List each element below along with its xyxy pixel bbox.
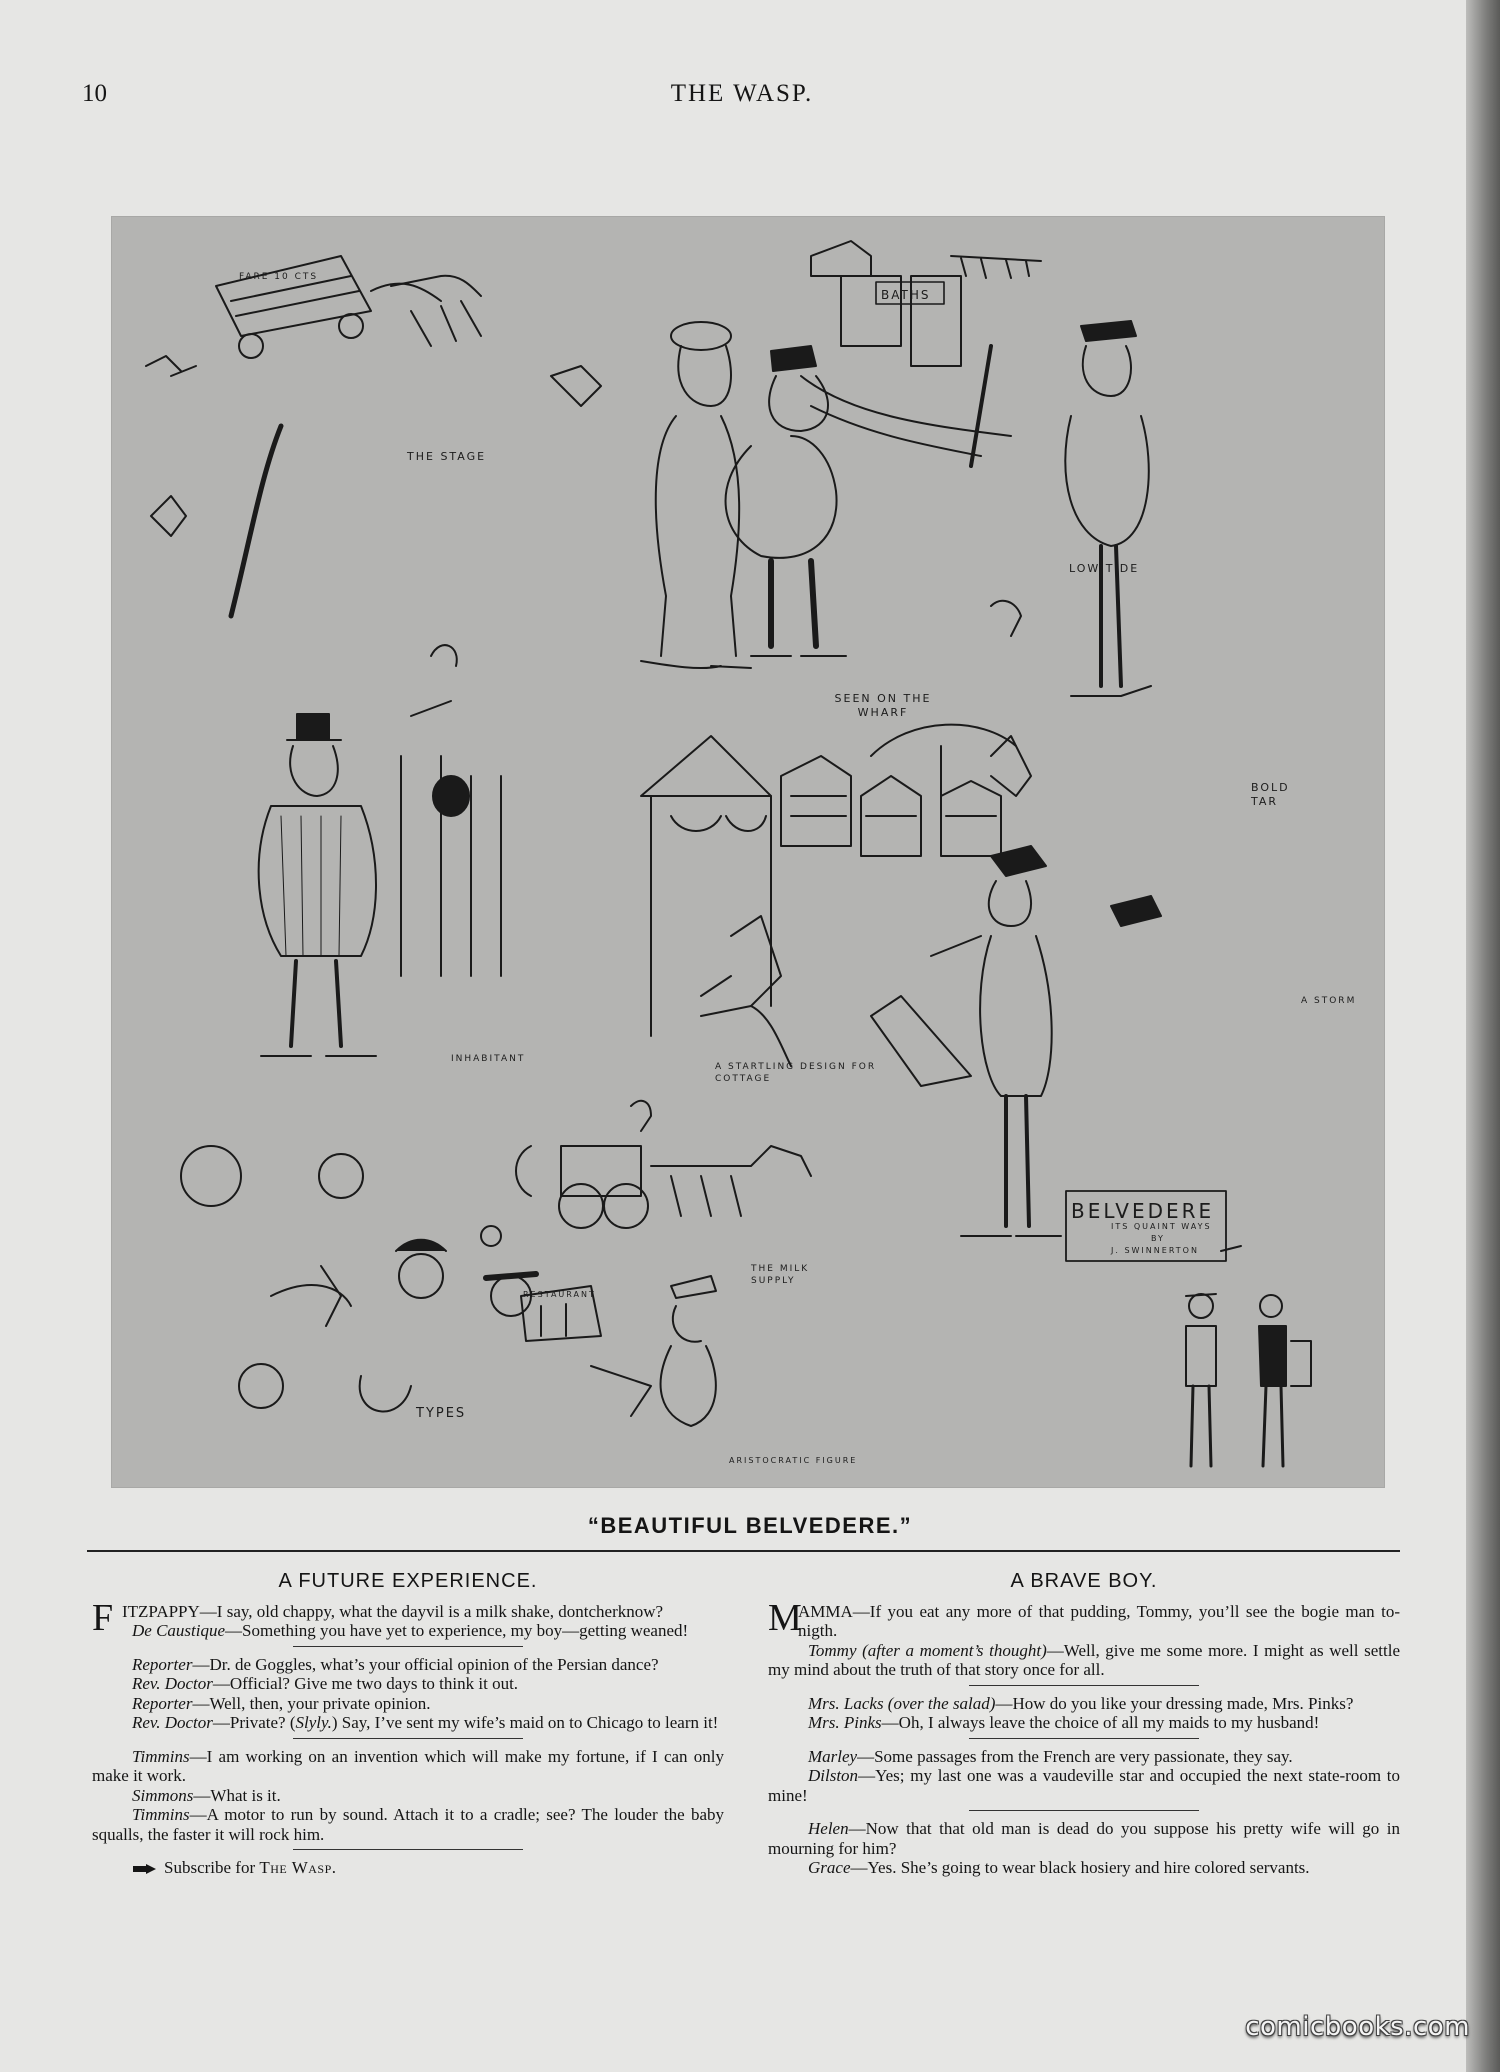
caption-belvedere-by: by — [1151, 1234, 1165, 1243]
caption-restaurant: Restaurant — [523, 1290, 596, 1299]
separator-rule — [293, 1645, 523, 1647]
caption-the-stage: The Stage — [407, 450, 487, 463]
left-drop-cap: F — [92, 1596, 114, 1639]
types-sketch — [180, 1145, 539, 1413]
title-rule — [87, 1550, 1400, 1552]
caption-startling-design: A startling design for cottage — [715, 1062, 877, 1084]
man-with-pipe-sketch — [990, 320, 1152, 697]
caption-low-tide: Low tide — [1069, 562, 1140, 575]
left-paragraph-8: Simmons—What is it. — [132, 1785, 281, 1805]
pointing-hand-icon — [133, 1864, 156, 1875]
left-paragraph-9: Timmins—A motor to run by sound. Attach … — [92, 1805, 724, 1844]
caption-belvedere-sign: BELVEDERE — [1071, 1199, 1215, 1223]
caption-stage-sign: Fare 10 cts — [239, 272, 319, 282]
belvedere-sign-sketch — [1065, 1190, 1312, 1468]
separator-rule — [293, 1737, 523, 1739]
separator-rule — [293, 1849, 523, 1850]
caption-storm: A storm — [1301, 996, 1357, 1006]
right-column-heading: A BRAVE BOY. — [1010, 1570, 1158, 1592]
running-title: THE WASP. — [670, 80, 814, 107]
left-paragraph-5: Reporter—Well, then, your private opinio… — [132, 1693, 431, 1713]
aristocratic-figure-sketch — [520, 1275, 717, 1427]
milk-supply-sketch — [515, 1099, 812, 1229]
right-paragraph-5: Marley—Some passages from the French are… — [808, 1746, 1293, 1766]
site-watermark: comicbooks.com — [1245, 2012, 1470, 2042]
caption-types: Types — [416, 1406, 467, 1421]
right-paragraph-2: Tommy (after a moment’s thought)—Well, g… — [768, 1640, 1400, 1680]
inhabitant-sketch — [257, 644, 502, 1057]
caption-aristocratic-figure: Aristocratic figure — [729, 1456, 858, 1465]
right-drop-cap: M — [768, 1596, 802, 1639]
caption-milk-supply: The milk supply — [751, 1264, 810, 1286]
cartoon-plate: The Stage Fare 10 cts BATHS Low tide See… — [111, 216, 1385, 1488]
separator-rule — [969, 1684, 1199, 1686]
caption-belvedere-sub: Its quaint ways — [1111, 1222, 1212, 1231]
cartoon-drawing — [145, 240, 1312, 1468]
caption-seen-on-wharf: Seen on the wharf — [834, 692, 932, 720]
page-header: 10 THE WASP. — [82, 80, 1402, 116]
separator-rule — [969, 1810, 1199, 1811]
left-paragraph-7: Timmins—I am working on an invention whi… — [92, 1746, 724, 1786]
caption-belvedere-author: J. Swinnerton — [1111, 1246, 1199, 1255]
low-tide-sketch — [800, 240, 1042, 468]
page-number: 10 — [82, 80, 107, 107]
right-paragraph-4: Mrs. Pinks—Oh, I always leave the choice… — [808, 1713, 1320, 1732]
right-paragraph-6: Dilston—Yes; my last one was a vaudevill… — [768, 1766, 1400, 1805]
left-column-heading: A FUTURE EXPERIENCE. — [278, 1570, 538, 1592]
caption-inhabitant: Inhabitant — [451, 1054, 526, 1064]
stage-coach-sketch — [145, 255, 482, 619]
left-paragraph-3: Reporter—Dr. de Goggles, what’s your off… — [132, 1654, 659, 1674]
caption-bold-tar: Bold tar — [1251, 781, 1290, 809]
right-paragraph-7: Helen—Now that that old man is dead do y… — [768, 1819, 1400, 1858]
right-paragraph-3: Mrs. Lacks (over the salad)—How do you l… — [808, 1693, 1354, 1713]
bold-tar-sketch — [780, 723, 1162, 1237]
separator-rule — [969, 1737, 1199, 1739]
page-edge-shadow — [1466, 0, 1500, 2072]
plate-title: “BEAUTIFUL BELVEDERE.” — [587, 1513, 913, 1538]
left-paragraph-2: De Caustique—Something you have yet to e… — [132, 1621, 689, 1640]
subscribe-notice: Subscribe for The Wasp. — [92, 1858, 724, 1878]
cottage-sketch — [640, 735, 792, 1067]
caption-baths-sign: BATHS — [881, 288, 931, 302]
right-paragraph-8: Grace—Yes. She’s going to wear black hos… — [808, 1858, 1310, 1877]
wharf-men-sketch — [550, 321, 847, 670]
left-paragraph-4: Rev. Doctor—Official? Give me two days t… — [132, 1674, 519, 1693]
left-paragraph-6: Rev. Doctor—Private? (Slyly.) Say, I’ve … — [132, 1713, 719, 1732]
